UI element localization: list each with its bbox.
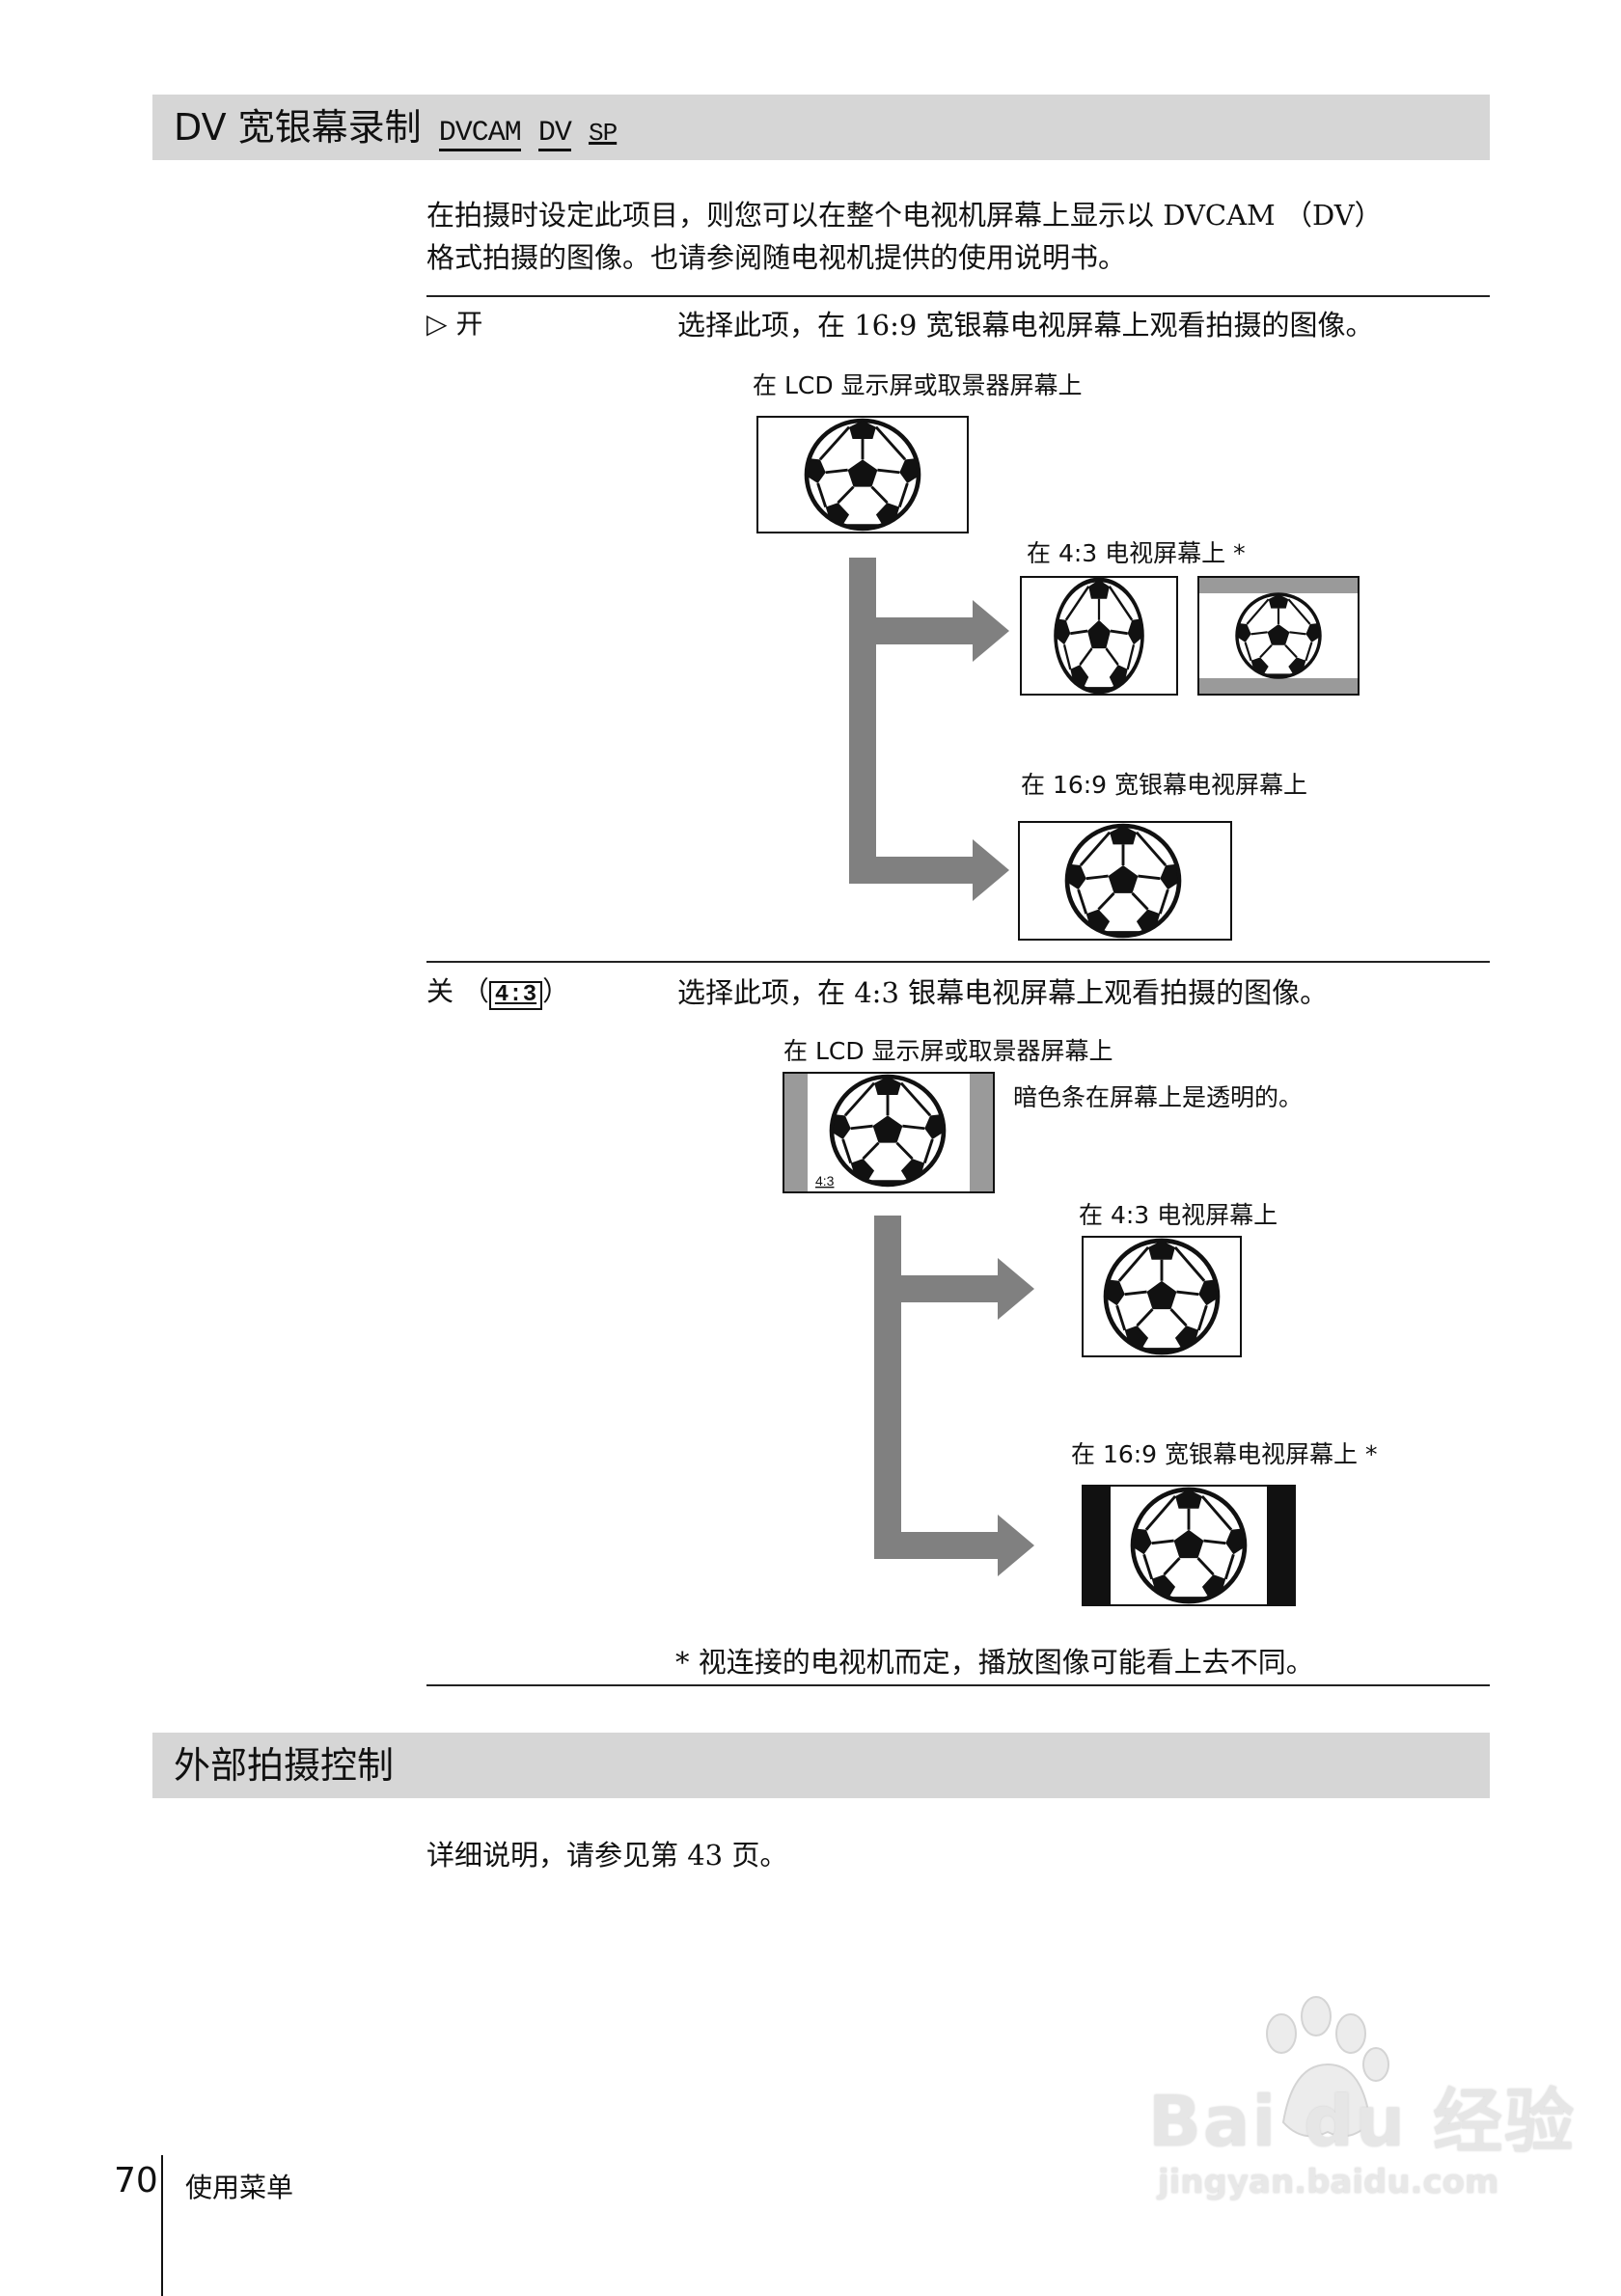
lcd-screen-wide <box>756 416 969 533</box>
caption-lcd-on: 在 LCD 显示屏或取景器屏幕上 <box>753 371 1083 399</box>
soccer-ball-icon <box>1067 826 1179 936</box>
intro-line-2: 格式拍摄的图像。也请参阅随电视机提供的使用说明书。 <box>426 241 1127 274</box>
section-header-dv-wide: DV 宽银幕录制 DVCAM DV SP <box>152 95 1490 160</box>
screen-aspect-mark: 4:3 <box>815 1173 835 1189</box>
soccer-ball-icon <box>1056 580 1142 692</box>
flow-arrow-on <box>849 558 1009 901</box>
option-off-label-prefix: 关 （ <box>426 975 489 1007</box>
dvcam-format-tag: DVCAM <box>438 117 522 151</box>
watermark-brand: Bai du 经验 <box>1148 2081 1577 2162</box>
section-title-text: DV 宽银幕录制 <box>174 106 422 149</box>
tv-43-letterbox <box>1197 576 1360 696</box>
soccer-ball-icon <box>1235 592 1322 679</box>
lcd-screen-pillarbox <box>783 1072 995 1193</box>
divider <box>426 295 1490 297</box>
tv-43-normal <box>1082 1236 1242 1357</box>
flow-arrow-off <box>874 1216 1034 1576</box>
section2-text: 详细说明，请参见第 43 页。 <box>426 1839 788 1872</box>
section-header-external-control: 外部拍摄控制 <box>152 1733 1490 1798</box>
intro-line-1: 在拍摄时设定此项目，则您可以在整个电视机屏幕上显示以 DVCAM （DV） <box>426 199 1383 232</box>
option-on-label: ▷ 开 <box>426 308 483 340</box>
divider <box>426 1684 1490 1686</box>
caption-169-tv-on: 在 16:9 宽银幕电视屏幕上 <box>1021 771 1308 799</box>
option-off-label-suffix: ） <box>542 975 570 1007</box>
caption-43-tv-off: 在 4:3 电视屏幕上 <box>1079 1201 1278 1229</box>
page-number: 70 <box>114 2161 158 2200</box>
caption-dark-bars: 暗色条在屏幕上是透明的。 <box>1013 1083 1304 1111</box>
soccer-ball-icon <box>807 421 919 529</box>
section-title: 外部拍摄控制 <box>174 1744 395 1787</box>
dv-format-tag: DV <box>537 117 572 151</box>
tv-43-squeezed <box>1020 576 1178 696</box>
caption-lcd-off: 在 LCD 显示屏或取景器屏幕上 <box>783 1037 1113 1065</box>
option-off-description: 选择此项，在 4:3 银幕电视屏幕上观看拍摄的图像。 <box>677 976 1329 1009</box>
soccer-ball-icon <box>832 1077 944 1185</box>
section-title: DV 宽银幕录制 DVCAM DV SP <box>174 95 618 160</box>
option-on-description: 选择此项，在 16:9 宽银幕电视屏幕上观看拍摄的图像。 <box>677 309 1374 342</box>
tv-169-pillarbox <box>1082 1485 1296 1606</box>
footnote: * 视连接的电视机而定，播放图像可能看上去不同。 <box>675 1646 1314 1679</box>
caption-43-tv-on: 在 4:3 电视屏幕上 * <box>1027 539 1246 567</box>
soccer-ball-icon <box>1133 1490 1245 1601</box>
aspect-43-badge: 4:3 <box>488 981 543 1010</box>
soccer-ball-icon <box>1106 1241 1218 1353</box>
divider <box>426 961 1490 963</box>
baidu-paw-icon <box>1266 1996 1389 2138</box>
footer-section-name: 使用菜单 <box>185 2172 294 2203</box>
sp-format-tag: SP <box>588 119 618 148</box>
tv-169-wide <box>1018 821 1232 941</box>
caption-169-tv-off: 在 16:9 宽银幕电视屏幕上 * <box>1071 1440 1378 1468</box>
option-off-label: 关 （4:3） <box>426 970 569 1010</box>
watermark-url: jingyan.baidu.com <box>1158 2163 1499 2201</box>
